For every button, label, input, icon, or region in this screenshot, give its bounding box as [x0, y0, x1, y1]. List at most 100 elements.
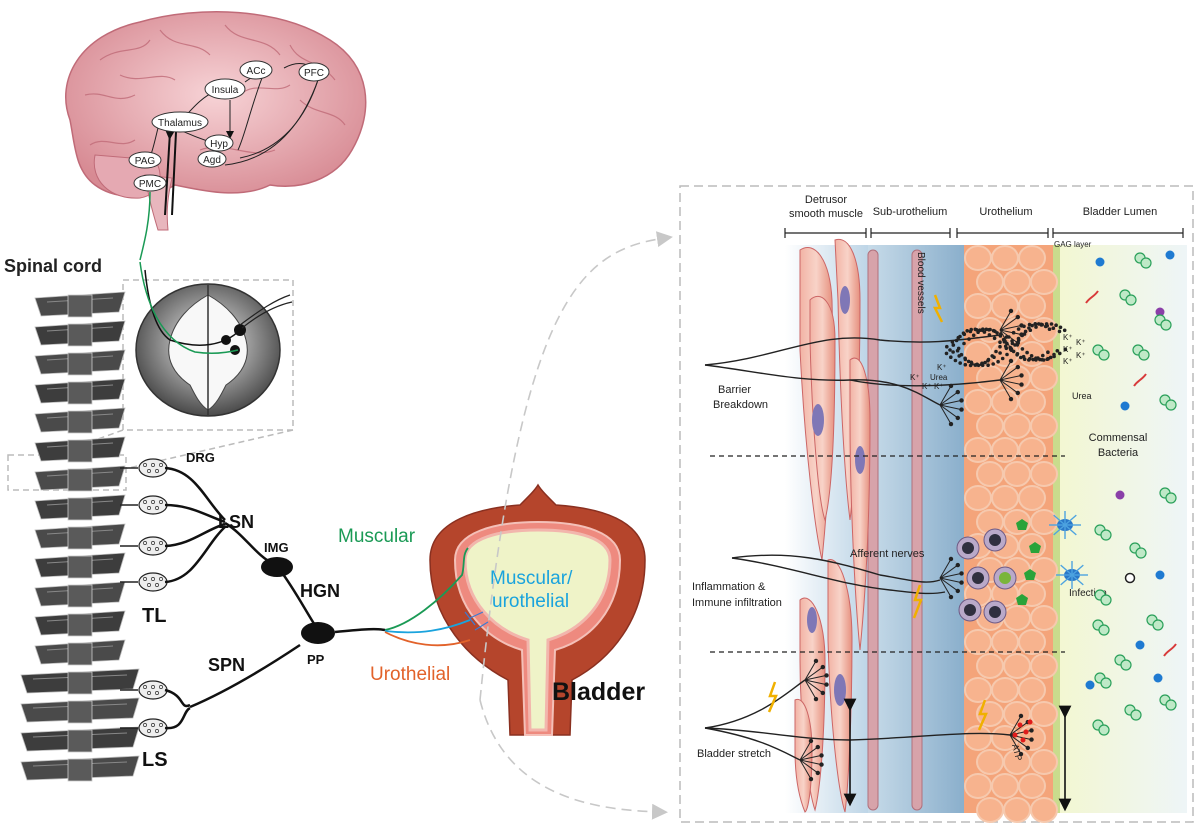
smooth-muscle-cells: [794, 238, 871, 813]
region-insula: Insula: [204, 78, 246, 100]
ls-label: LS: [142, 749, 168, 771]
svg-text:Breakdown: Breakdown: [713, 399, 768, 411]
svg-text:K⁺: K⁺: [1076, 351, 1086, 360]
svg-text:Agd: Agd: [203, 155, 221, 166]
svg-text:Infection: Infection: [1069, 588, 1107, 599]
vertebra: [34, 320, 126, 347]
lightning-icon: [912, 584, 923, 619]
svg-text:PMC: PMC: [139, 179, 161, 190]
commensal-bacteria: [1085, 250, 1177, 736]
svg-text:K⁺: K⁺: [1076, 338, 1086, 347]
muscular-label: Muscular: [338, 526, 416, 547]
lightning-icon: [932, 294, 944, 323]
region-pfc: PFC: [298, 62, 330, 82]
commensal-label-1: Commensal: [1089, 432, 1148, 444]
vertebra: [34, 291, 126, 318]
vertebra: [20, 697, 140, 724]
drg-ganglia: [120, 458, 168, 738]
blood-vessels-label: Blood vessels: [915, 252, 926, 314]
vertebra: [34, 552, 126, 579]
vertebra: [34, 378, 126, 405]
svg-text:Urea: Urea: [930, 373, 948, 382]
svg-text:K⁺: K⁺: [1063, 357, 1073, 366]
img-ganglion: [261, 557, 293, 577]
svg-text:Afferent nerves: Afferent nerves: [850, 548, 925, 560]
svg-text:Urothelium: Urothelium: [979, 206, 1032, 218]
svg-text:Hyp: Hyp: [210, 139, 228, 150]
svg-text:Urea: Urea: [1072, 391, 1092, 401]
vertebral-column: [20, 291, 140, 782]
gag-layer: [1053, 245, 1061, 813]
region-hyp: Hyp: [204, 134, 234, 152]
drg-ganglion: [120, 495, 168, 515]
svg-text:Immune infiltration: Immune infiltration: [692, 597, 782, 609]
vertebra: [34, 436, 126, 463]
column-headers: Detrusor smooth muscle Sub-urothelium Ur…: [784, 194, 1184, 249]
svg-text:Bladder Lumen: Bladder Lumen: [1083, 206, 1158, 218]
region-agd: Agd: [197, 150, 227, 168]
lsn-label: LSN: [218, 512, 254, 532]
vertebra: [34, 639, 126, 666]
region-thalamus: Thalamus: [151, 111, 209, 133]
svg-text:ATP: ATP: [1010, 743, 1024, 762]
lumen-layer: [1060, 245, 1187, 813]
svg-text:Bladder stretch: Bladder stretch: [697, 748, 771, 760]
stretch-section: Bladder stretch ATP: [697, 679, 1072, 812]
svg-text:ACc: ACc: [247, 66, 266, 77]
commensal-label-2: Bacteria: [1098, 447, 1139, 459]
svg-text:GAG layer: GAG layer: [1054, 240, 1092, 249]
brain: ACc PFC Insula Thalamus Hyp Agd PAG PMC: [65, 11, 367, 261]
vertebra: [34, 349, 126, 376]
spinal-cord-cross-section: [135, 261, 293, 417]
svg-text:Thalamus: Thalamus: [158, 118, 202, 129]
vertebra: [34, 610, 126, 637]
img-label: IMG: [264, 540, 289, 555]
drg-ganglion: [120, 572, 168, 592]
bladder: [429, 483, 646, 736]
vertebra: [34, 494, 126, 521]
svg-text:Insula: Insula: [212, 85, 239, 96]
svg-text:Inflammation &: Inflammation &: [692, 581, 766, 593]
svg-text:PAG: PAG: [135, 156, 156, 167]
muscular-uro-label-2: urothelial: [492, 591, 569, 612]
tl-label: TL: [142, 605, 166, 627]
svg-text:K⁺: K⁺: [937, 363, 947, 372]
svg-text:K⁺: K⁺: [922, 382, 932, 391]
vertebra: [34, 407, 126, 434]
inflammation-section: Afferent nerves Inflammation & Immune in…: [692, 511, 1107, 624]
svg-text:smooth muscle: smooth muscle: [789, 208, 863, 220]
vertebra: [20, 755, 140, 782]
svg-text:Detrusor: Detrusor: [805, 194, 848, 206]
svg-text:K⁺: K⁺: [1063, 345, 1073, 354]
svg-text:K⁺: K⁺: [910, 373, 920, 382]
muscular-uro-label-1: Muscular/: [490, 568, 573, 589]
bladder-label: Bladder: [552, 678, 645, 706]
region-pag: PAG: [128, 151, 162, 169]
barrier-breakdown-section: Barrier Breakdown K⁺ K⁺ K⁺ K⁺ Urea K⁺ K⁺…: [704, 294, 1092, 782]
svg-text:Barrier: Barrier: [718, 384, 751, 396]
drg-ganglion: [120, 718, 168, 738]
region-pmc: PMC: [133, 174, 167, 192]
urothelium-cells: [964, 245, 1058, 823]
urothelial-label: Urothelial: [370, 664, 450, 685]
drg-label: DRG: [186, 450, 215, 465]
pp-label: PP: [307, 652, 325, 667]
pp-ganglion: [301, 622, 335, 644]
lightning-icon: [767, 681, 778, 713]
region-acc: ACc: [239, 60, 273, 80]
svg-text:K⁺: K⁺: [934, 382, 944, 391]
svg-text:Sub-urothelium: Sub-urothelium: [873, 206, 948, 218]
vertebra: [34, 581, 126, 608]
drg-ganglion: [120, 536, 168, 556]
nerve-pathways: [164, 466, 386, 730]
vertebra: [34, 465, 126, 492]
hgn-label: HGN: [300, 581, 340, 601]
vertebra: [20, 726, 140, 753]
vertebra: [20, 668, 140, 695]
lightning-icon: [977, 699, 988, 731]
blood-vessel-2: [911, 249, 923, 811]
drg-inset: [7, 454, 127, 491]
spn-label: SPN: [208, 655, 245, 675]
blood-vessel-1: [867, 249, 879, 811]
